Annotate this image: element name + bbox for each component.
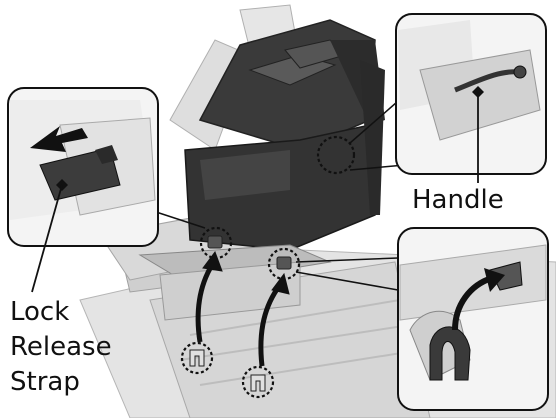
- handle-label: Handle: [412, 185, 504, 215]
- lift-arrows: [195, 250, 290, 367]
- pull-arrow: [30, 126, 88, 152]
- seat-base: [138, 244, 332, 321]
- callout-lock-release-strap: [7, 87, 159, 247]
- lock-release-strap-label-line-2: Release: [10, 332, 112, 362]
- strap-leader-line: [31, 184, 63, 293]
- floor-striker-circle-right: [241, 365, 275, 399]
- callout-handle: [395, 13, 547, 175]
- lock-release-strap-label-line-3: Strap: [10, 367, 80, 397]
- folded-seat: [184, 19, 385, 251]
- handle-location-circle: [316, 135, 356, 175]
- callout-hook-engagement: [397, 227, 549, 411]
- lock-release-strap-label-line-1: Lock: [10, 297, 70, 327]
- floor-striker-circle-left: [180, 341, 214, 375]
